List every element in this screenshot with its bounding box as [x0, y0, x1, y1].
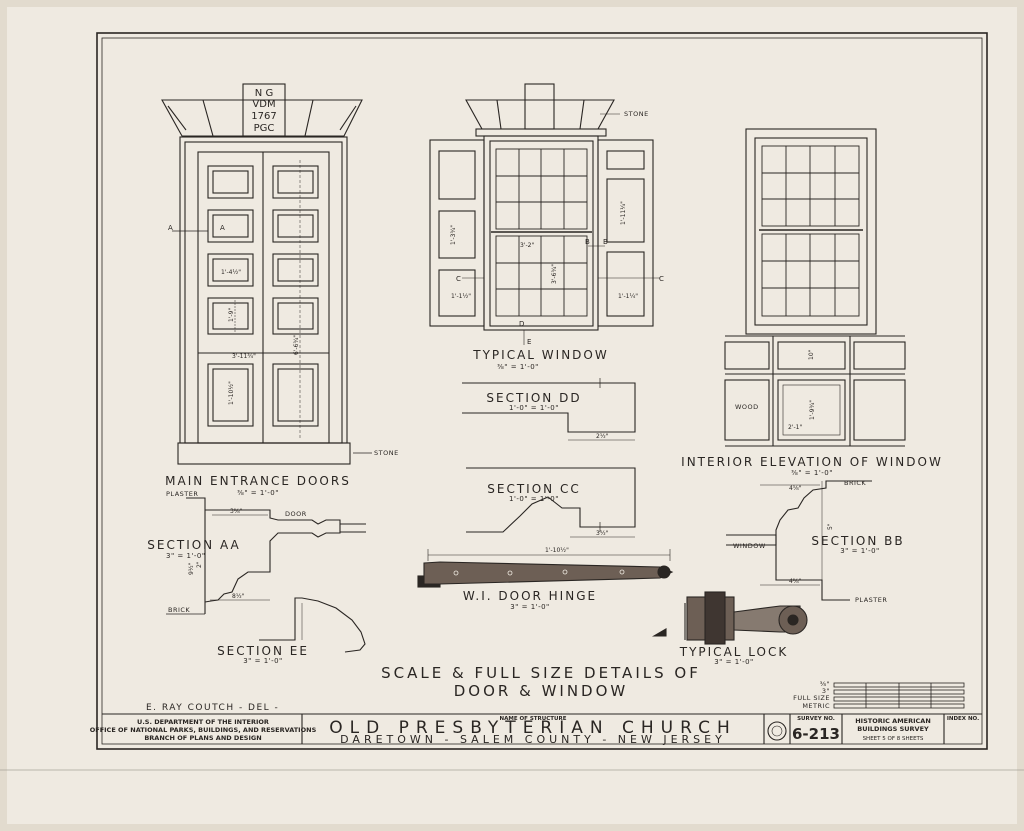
marker-d: D — [519, 320, 524, 328]
section-cc-profile — [466, 467, 636, 538]
interior-elevation-scale: ⅜" = 1'-0" — [791, 469, 833, 477]
note-wood: WOOD — [735, 403, 759, 411]
sheet-number-info: SHEET 5 OF 8 SHEETS — [863, 736, 924, 742]
scale-label-4: METRIC — [802, 702, 830, 710]
scale-label-1: ⅜" — [820, 680, 830, 688]
dim-d4: 6'-6¾" — [293, 335, 300, 355]
dim-w2: 3'-2" — [520, 242, 534, 249]
dim-w4: 1'-1½" — [451, 293, 471, 300]
dim-i2: 1'-9¾" — [809, 400, 816, 420]
agency-line-1: U.S. DEPARTMENT OF THE INTERIOR — [137, 718, 269, 726]
inscription-line-2: VDM — [252, 99, 275, 110]
habs-line-1: HISTORIC AMERICAN — [855, 717, 931, 725]
section-bb-scale: 3" = 1'-0" — [840, 547, 880, 555]
note-window: WINDOW — [733, 542, 766, 550]
dim-w6: 1'-11¼" — [620, 201, 627, 225]
section-bb-title: SECTION BB — [811, 534, 904, 548]
inscription-line-4: PGC — [254, 123, 275, 134]
typical-lock-scale: 3" = 1'-0" — [714, 658, 754, 666]
dim-saa4: 8½" — [232, 593, 245, 600]
structure-location: DARETOWN - SALEM COUNTY - NEW JERSEY — [340, 733, 726, 746]
section-ee-scale: 3" = 1'-0" — [243, 657, 283, 665]
structure-name: OLD PRESBYTERIAN CHURCH — [329, 718, 736, 738]
dim-saa3: 2" — [196, 561, 203, 568]
section-dd-scale: 1'-0" = 1'-0" — [509, 404, 559, 412]
marker-b-sash: B — [585, 238, 590, 246]
sheet-border-outer — [96, 32, 988, 750]
habs-line-2: BUILDINGS SURVEY — [857, 725, 929, 733]
section-ee-title: SECTION EE — [217, 644, 309, 658]
interior-elevation-title: INTERIOR ELEVATION OF WINDOW — [681, 455, 943, 469]
dim-saa2: 9½" — [188, 562, 195, 575]
dim-saa1: 3⅝" — [230, 508, 243, 515]
section-dd-title: SECTION DD — [486, 391, 581, 405]
door-hinge-title: W.I. DOOR HINGE — [463, 589, 597, 603]
scale-label-3: FULL SIZE — [793, 694, 830, 702]
sheet-title-line-2: DOOR & WINDOW — [454, 682, 628, 700]
dim-d5: 1'-10½" — [228, 381, 235, 405]
main-doors-scale: ⅜" = 1'-0" — [237, 489, 279, 497]
marker-a-left: A — [168, 224, 173, 232]
sheet-border-inner — [101, 37, 983, 745]
main-entrance-doors-elevation — [161, 83, 372, 465]
dim-sbb1: 4⅝" — [789, 485, 802, 492]
main-doors-title: MAIN ENTRANCE DOORS — [165, 474, 351, 488]
note-plaster-bb: PLASTER — [855, 596, 887, 604]
note-plaster-aa: PLASTER — [166, 490, 198, 498]
note-door: DOOR — [285, 510, 307, 518]
title-block-frame — [102, 713, 982, 744]
marker-c-left: C — [456, 275, 461, 283]
note-brick-aa: BRICK — [168, 606, 190, 614]
index-number-label: INDEX NO. — [947, 716, 979, 722]
note-stone-door: STONE — [374, 449, 399, 457]
section-aa-scale: 3" = 1'-0" — [166, 552, 206, 560]
survey-number: 6-213 — [792, 725, 840, 743]
structure-name-label: NAME OF STRUCTURE — [499, 716, 566, 722]
dim-sbb2: 5" — [827, 523, 834, 530]
door-hinge-drawing — [417, 549, 674, 588]
dim-sbb3: 4⅝" — [789, 578, 802, 585]
graphic-scale-bars — [833, 682, 965, 709]
dim-w5: 1'-1¼" — [618, 293, 638, 300]
section-dd-profile — [462, 378, 636, 441]
agency-line-3: BRANCH OF PLANS AND DESIGN — [144, 734, 261, 742]
delineator: E. RAY COUTCH - DEL - — [146, 703, 279, 713]
inscription-line-3: 1767 — [251, 111, 276, 122]
dim-i3: 2'-1" — [788, 424, 802, 431]
dim-i1: 10" — [808, 349, 815, 360]
marker-b-window: B — [603, 238, 608, 246]
survey-number-label: SURVEY NO. — [797, 716, 835, 722]
section-ee-profile — [259, 597, 366, 653]
note-stone-window: STONE — [624, 110, 649, 118]
section-bb-profile — [726, 480, 872, 601]
scale-label-2: 3" — [822, 687, 830, 695]
typical-window-title: TYPICAL WINDOW — [472, 348, 608, 362]
typical-lock-title: TYPICAL LOCK — [679, 645, 788, 659]
dim-d3: 3'-11¾" — [232, 353, 256, 360]
section-aa-profile — [166, 497, 366, 615]
dim-sdd: 2½" — [596, 433, 609, 440]
dim-d1: 1'-4½" — [221, 269, 241, 276]
dim-w1: 1'-3¾" — [450, 225, 457, 245]
dim-w3: 3'-6¾" — [551, 264, 558, 284]
dim-hinge: 1'-10½" — [545, 547, 569, 554]
dim-scc: 3½" — [596, 530, 609, 537]
typical-window-elevation — [429, 83, 660, 345]
note-brick-bb: BRICK — [844, 479, 866, 487]
section-cc-scale: 1'-0" = 1'-0" — [509, 495, 559, 503]
agency-line-2: OFFICE OF NATIONAL PARKS, BUILDINGS, AND… — [90, 726, 317, 734]
dim-d2: 1'-9" — [228, 308, 235, 322]
door-hinge-scale: 3" = 1'-0" — [510, 603, 550, 611]
inscription-line-1: N G — [255, 88, 273, 99]
section-cc-title: SECTION CC — [487, 482, 580, 496]
typical-lock-drawing — [651, 591, 808, 645]
typical-window-scale: ⅜" = 1'-0" — [497, 363, 539, 371]
marker-e: E — [527, 338, 531, 346]
interior-elevation-of-window — [724, 128, 906, 447]
sheet-title-line-1: SCALE & FULL SIZE DETAILS OF — [381, 664, 701, 682]
marker-c-right: C — [659, 275, 664, 283]
section-aa-title: SECTION AA — [147, 538, 240, 552]
marker-a-panel: A — [220, 224, 225, 232]
